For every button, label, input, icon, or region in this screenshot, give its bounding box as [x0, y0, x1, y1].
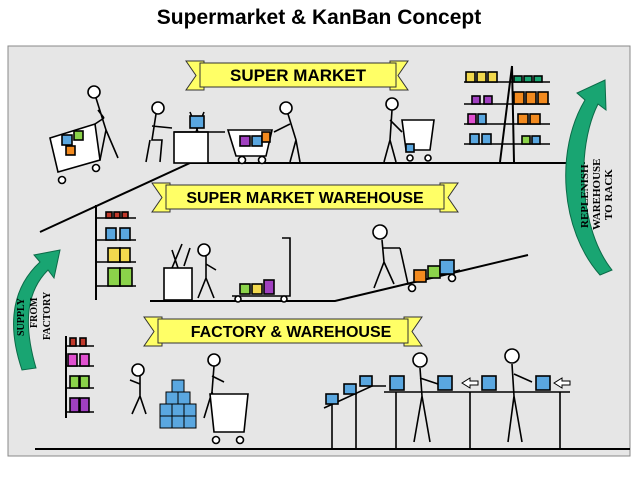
banner-factory: FACTORY & WAREHOUSE: [143, 316, 423, 347]
banner-warehouse: SUPER MARKET WAREHOUSE: [151, 182, 459, 213]
replenish-line-2: WAREHOUSE: [591, 158, 603, 230]
supermarket-shelf: [464, 65, 550, 163]
supply-line-1: SUPPLY: [16, 297, 27, 336]
bin-cart-factory: [209, 393, 249, 445]
supply-line-3: FACTORY: [42, 291, 53, 340]
inclined-conveyor: [323, 375, 386, 448]
flat-conveyor: [384, 375, 570, 448]
shopping-cart-2: [226, 129, 274, 165]
left-arrow-2: [553, 377, 571, 389]
replenish-arrow: [565, 79, 613, 276]
replenish-line-3: TO RACK: [603, 169, 615, 220]
diagram-title: Supermarket & KanBan Concept: [156, 6, 482, 29]
banner-factory-label: FACTORY & WAREHOUSE: [191, 324, 392, 341]
shopping-cart-3: [401, 119, 435, 162]
person-warehouse-worker-2: [372, 224, 400, 289]
banner-warehouse-label: SUPER MARKET WAREHOUSE: [186, 190, 424, 207]
left-arrow-1: [461, 377, 479, 389]
supply-arrow: [13, 249, 61, 371]
box-stack-factory: [159, 379, 197, 429]
supply-line-2: FROM: [29, 297, 40, 328]
person-warehouse-worker-1: [197, 243, 217, 299]
factory-rack: [65, 336, 94, 418]
person-cashier: [145, 101, 173, 163]
warehouse-rack: [95, 205, 136, 300]
person-shopper: [87, 85, 119, 161]
person-customer-2: [383, 97, 403, 163]
checkout-counter: [173, 111, 225, 164]
person-customer-1: [273, 101, 301, 163]
diagram-panel: [7, 45, 631, 457]
supply-label: SUPPLY FROM FACTORY: [16, 291, 53, 340]
banner-supermarket: SUPER MARKET: [185, 60, 409, 91]
person-factory-worker-3: [412, 352, 439, 443]
person-factory-worker-4: [504, 348, 533, 443]
warehouse-floor: [150, 254, 529, 302]
replenish-line-1: REPLENISH: [579, 164, 591, 228]
replenish-label: REPLENISH WAREHOUSE TO RACK: [579, 158, 615, 230]
banner-supermarket-label: SUPER MARKET: [230, 66, 367, 85]
hand-truck-warehouse: [232, 237, 291, 303]
person-factory-worker-1: [129, 363, 147, 415]
pallet-cart-warehouse: [399, 247, 461, 293]
packing-table: [163, 243, 193, 301]
